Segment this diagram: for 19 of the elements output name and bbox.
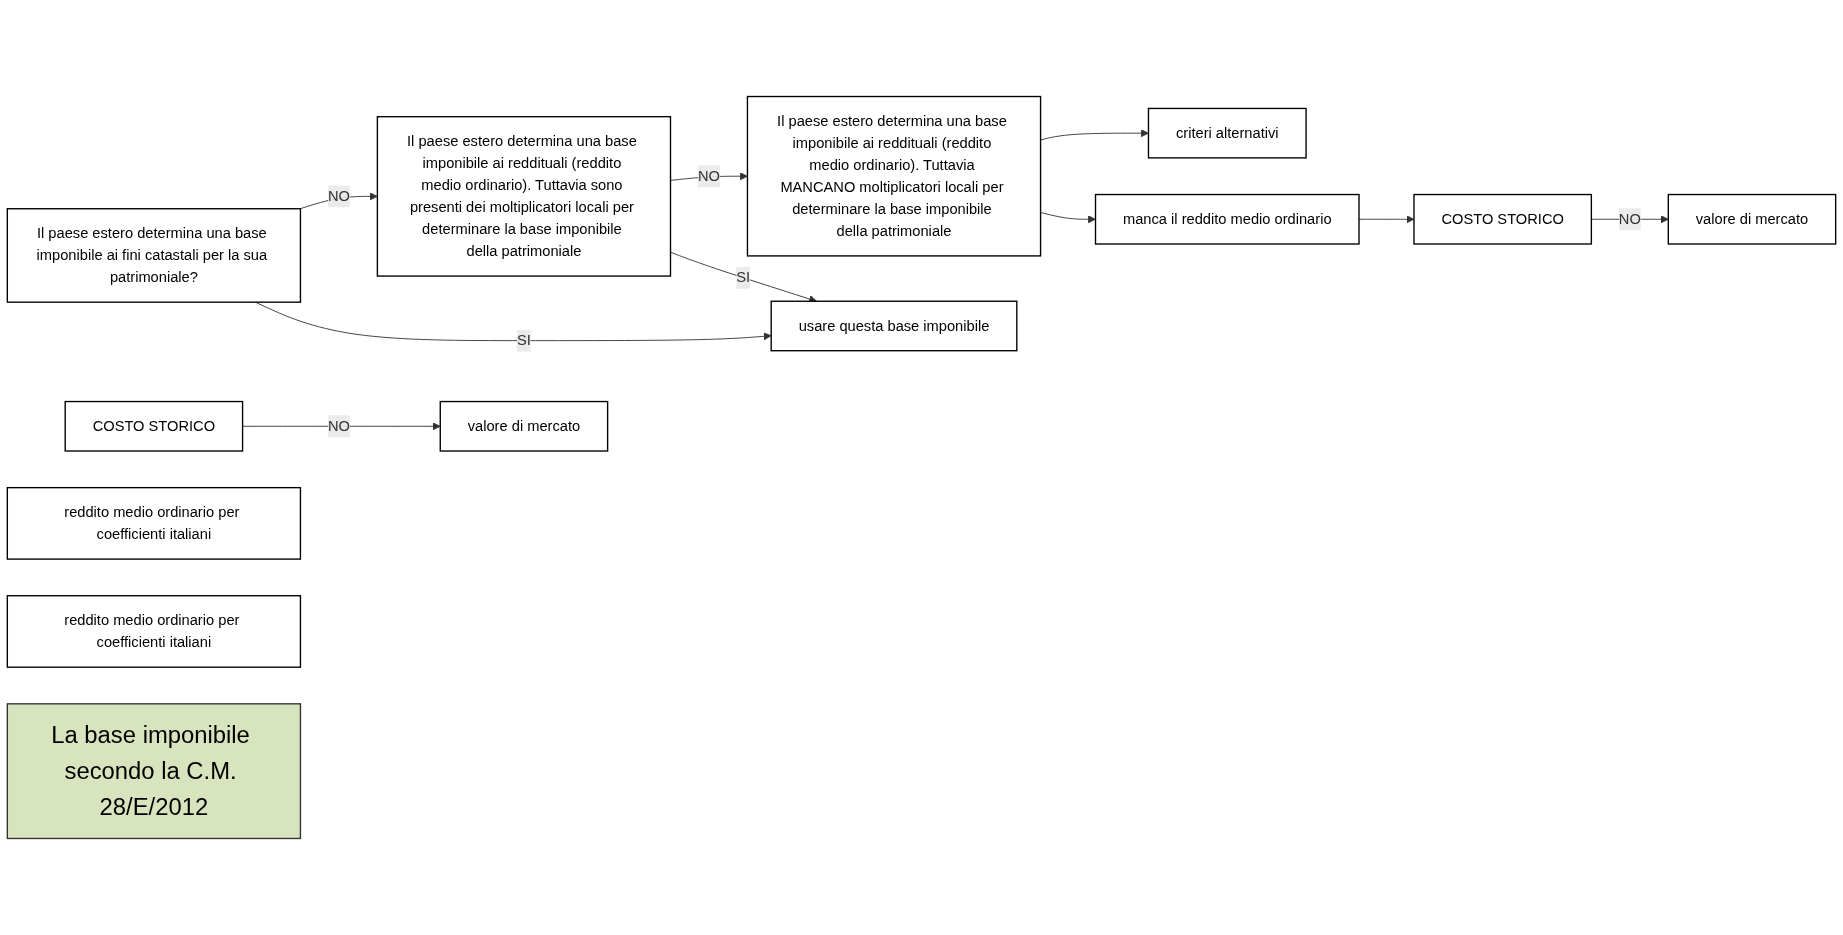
edge-label: NO [697,167,720,184]
edge-label: SI [517,332,531,348]
node-box: reddito medio ordinario per coefficienti italiani [6,595,302,668]
node-box: Il paese estero determina una base imponibile ai reddituali (reddito medio ordinario). Tuttavia sono presenti dei moltiplicatori locali per determinare la base imponibile della patrimoniale [376,116,672,277]
edge-label: NO [1618,211,1641,227]
node-box: manca il reddito medio ordinario [1094,193,1360,245]
node-box: Il paese estero determina una base imponibile ai reddituali (reddito medio ordinario). Tuttavia MANCANO moltiplicatori locali per determinare la base imponibile della patrimoniale [746,95,1042,257]
node-box: valore di mercato [439,400,609,452]
node-box: COSTO STORICO [1413,193,1593,245]
node-box: criteri alternativi [1147,107,1307,159]
node-box: Il paese estero determina una base imponibile ai fini catastali per la sua patrimoniale? [6,208,302,303]
node-box: La base imponibile secondo la C.M. 28/E/2012 [6,703,302,840]
edge-label: NO [327,418,350,434]
edge-label: NO [327,188,350,204]
node-box: usare questa base imponibile [770,300,1018,352]
edge-label: SI [736,269,751,286]
node-box: COSTO STORICO [64,400,244,452]
node-box: valore di mercato [1667,193,1837,245]
node-box: reddito medio ordinario per coefficienti italiani [6,486,302,560]
